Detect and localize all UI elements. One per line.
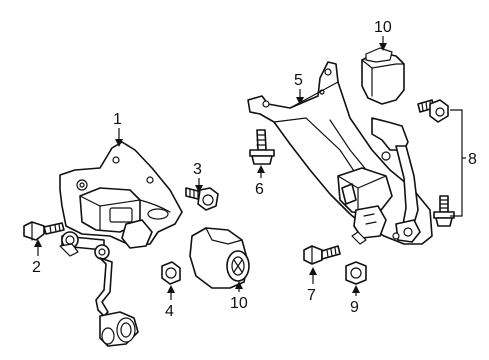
callout-10-top: 10 — [374, 19, 392, 36]
callout-6: 6 — [255, 181, 264, 198]
part-2-bolt — [23, 221, 65, 241]
leader-lines — [34, 36, 466, 300]
part-4-nut — [161, 261, 181, 285]
callout-7: 7 — [307, 287, 316, 304]
part-6-bolt — [249, 129, 275, 165]
callout-10-bottom: 10 — [230, 295, 248, 312]
part-1-sensor-assembly — [59, 141, 183, 347]
callout-3: 3 — [193, 161, 202, 178]
part-10-sensor-left — [189, 227, 250, 289]
part-8-bolt-lower — [433, 195, 455, 227]
callout-1: 1 — [113, 111, 122, 128]
callout-9: 9 — [350, 299, 359, 316]
part-9-nut — [345, 261, 367, 285]
part-10-sensor-top — [361, 47, 405, 105]
part-3-bolt — [185, 187, 219, 211]
callout-4: 4 — [165, 303, 174, 320]
callout-2: 2 — [32, 259, 41, 276]
part-8-bolt-upper — [417, 99, 449, 123]
callout-8: 8 — [468, 151, 477, 168]
part-7-bolt — [303, 245, 341, 265]
part-5-bracket-assembly — [247, 61, 433, 245]
callout-5: 5 — [294, 72, 303, 89]
callout-labels: 1 2 3 4 5 6 7 8 9 10 10 — [32, 19, 477, 320]
